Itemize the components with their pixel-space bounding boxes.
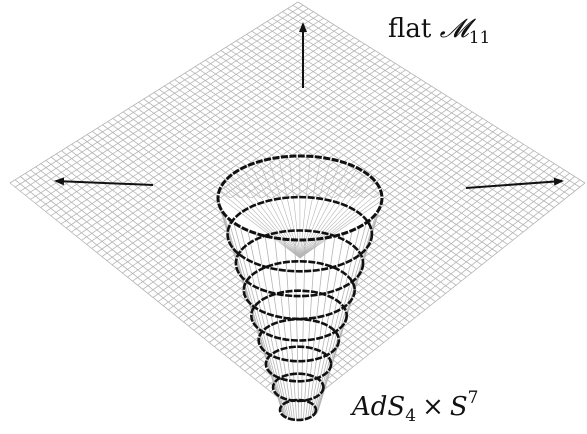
- throat-ring: [226, 195, 374, 273]
- mesh-line: [312, 226, 361, 417]
- mesh-line: [299, 164, 340, 259]
- mesh-line: [299, 173, 364, 259]
- mesh-line: [14, 179, 302, 409]
- mesh-line: [299, 200, 383, 259]
- mesh-line: [284, 239, 297, 420]
- mesh-line: [255, 233, 291, 419]
- mesh-line: [305, 237, 326, 420]
- mesh-line: [233, 222, 286, 417]
- mesh-line: [299, 195, 382, 259]
- mesh-line: [299, 190, 381, 259]
- mesh-line: [217, 195, 301, 259]
- mesh-line: [289, 160, 301, 259]
- arrow-left-icon: [54, 177, 154, 186]
- mesh-line: [260, 164, 301, 259]
- mesh-line: [300, 239, 306, 421]
- mesh-line: [290, 179, 581, 409]
- ads4-x-s7-label: AdS4×S7: [352, 388, 479, 426]
- mesh-line: [299, 181, 375, 259]
- mesh-line: [221, 186, 301, 259]
- throat-ring: [278, 398, 318, 422]
- mesh-line: [299, 167, 349, 259]
- mesh-line: [225, 181, 301, 259]
- throat-ring: [250, 289, 349, 342]
- mesh-line: [25, 172, 312, 401]
- mesh-line: [230, 177, 301, 259]
- mesh-line: [299, 170, 357, 259]
- mesh-line: [285, 176, 576, 405]
- mesh-line: [9, 182, 297, 413]
- throat-ring: [234, 229, 365, 298]
- arrow-right-icon: [465, 177, 564, 189]
- throat-ring: [242, 260, 357, 321]
- mesh-line: [243, 170, 301, 259]
- mesh-line: [20, 176, 307, 405]
- mesh-line: [299, 177, 370, 259]
- ads-cone-rings: [216, 154, 384, 422]
- mesh-line: [247, 230, 289, 418]
- mesh-line: [295, 182, 586, 413]
- mesh-line: [236, 173, 301, 259]
- mesh-line: [274, 237, 295, 420]
- mesh-line: [299, 162, 331, 259]
- mesh-line: [251, 167, 301, 259]
- flat-m11-label: flat 𝓜11: [388, 14, 491, 48]
- funnel-backdrop: [218, 198, 382, 420]
- throat-ring: [264, 345, 333, 383]
- mesh-line: [153, 92, 441, 298]
- mesh-line: [299, 161, 321, 259]
- mesh-line: [219, 190, 301, 259]
- mesh-line: [239, 226, 288, 417]
- throat-ring: [257, 317, 341, 363]
- mesh-line: [299, 185, 379, 259]
- throat-ring: [216, 154, 384, 242]
- mesh-line: [223, 213, 284, 414]
- throat-ring: [271, 372, 325, 403]
- mesh-line: [279, 161, 301, 259]
- mesh-line: [227, 218, 285, 415]
- mesh-line: [294, 239, 300, 421]
- mesh-line: [299, 160, 311, 259]
